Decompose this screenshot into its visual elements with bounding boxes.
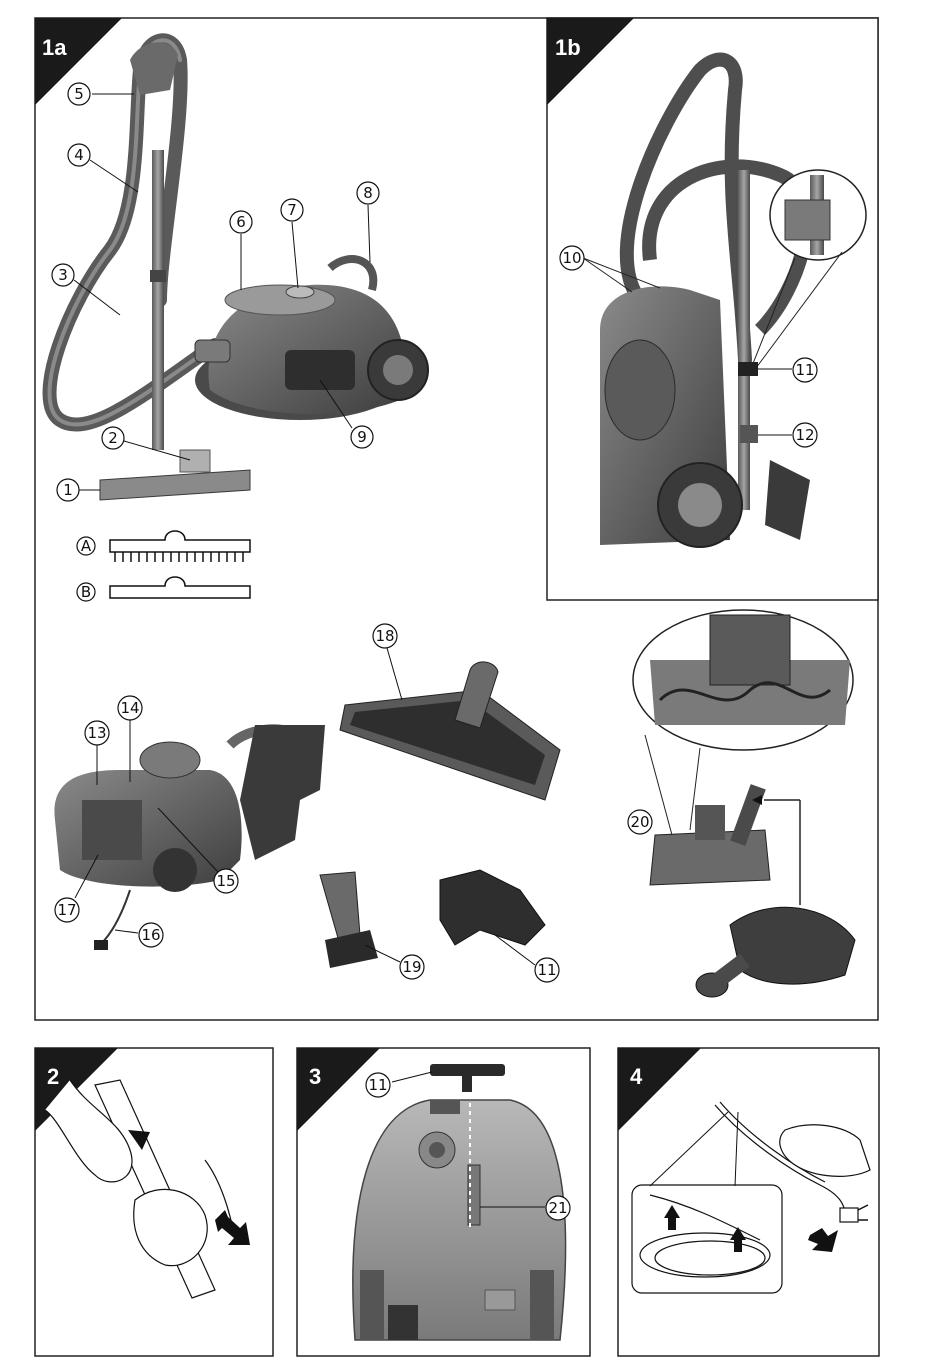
svg-text:20: 20 <box>630 813 649 831</box>
floor-nozzle-illustration <box>340 662 560 800</box>
callout-6: 6 <box>230 211 252 290</box>
svg-text:11: 11 <box>537 961 556 979</box>
svg-text:7: 7 <box>287 201 297 219</box>
svg-text:A: A <box>81 537 92 555</box>
svg-text:16: 16 <box>141 926 160 944</box>
callout-2: 2 <box>102 427 190 460</box>
callout-14: 14 <box>118 696 142 782</box>
callout-7: 7 <box>281 199 303 288</box>
svg-text:12: 12 <box>795 426 814 444</box>
svg-text:3: 3 <box>309 1064 321 1089</box>
callout-16: 16 <box>115 923 163 947</box>
svg-text:2: 2 <box>47 1064 59 1089</box>
panel-4: 4 <box>618 1048 879 1356</box>
tube-clip-illustration <box>440 870 545 945</box>
vacuum-open-illustration <box>54 725 325 950</box>
svg-text:17: 17 <box>57 901 76 919</box>
callout-1: 1 <box>57 479 100 501</box>
panel-3: 3 <box>297 1048 590 1356</box>
svg-text:18: 18 <box>375 627 394 645</box>
svg-text:4: 4 <box>74 146 84 164</box>
callout-5: 5 <box>68 83 134 105</box>
svg-text:8: 8 <box>363 184 373 202</box>
svg-text:6: 6 <box>236 213 246 231</box>
svg-text:4: 4 <box>630 1064 643 1089</box>
svg-text:14: 14 <box>120 699 139 717</box>
brush-setting-b: B <box>77 577 250 601</box>
svg-text:5: 5 <box>74 85 84 103</box>
crevice-tool-illustration <box>320 872 378 968</box>
callout-3: 3 <box>52 264 120 315</box>
svg-text:B: B <box>81 583 91 601</box>
svg-text:21: 21 <box>548 1199 567 1217</box>
svg-text:10: 10 <box>562 249 581 267</box>
svg-text:19: 19 <box>402 958 421 976</box>
brush-setting-a: A <box>77 531 250 562</box>
svg-text:2: 2 <box>108 429 118 447</box>
svg-text:11: 11 <box>795 361 814 379</box>
svg-text:15: 15 <box>216 872 235 890</box>
svg-text:11: 11 <box>368 1076 387 1094</box>
svg-text:3: 3 <box>58 266 68 284</box>
turbo-brush-illustration <box>633 610 855 997</box>
svg-text:13: 13 <box>87 724 106 742</box>
panel-label-1a: 1a <box>42 35 67 60</box>
panel-2: 2 <box>35 1048 273 1356</box>
callout-20: 20 <box>628 810 652 834</box>
svg-text:1: 1 <box>63 481 73 499</box>
svg-text:9: 9 <box>357 428 367 446</box>
callout-18: 18 <box>373 624 402 700</box>
panel-label-1b: 1b <box>555 35 581 60</box>
callout-10: 10 <box>560 246 584 270</box>
callout-8: 8 <box>357 182 379 262</box>
